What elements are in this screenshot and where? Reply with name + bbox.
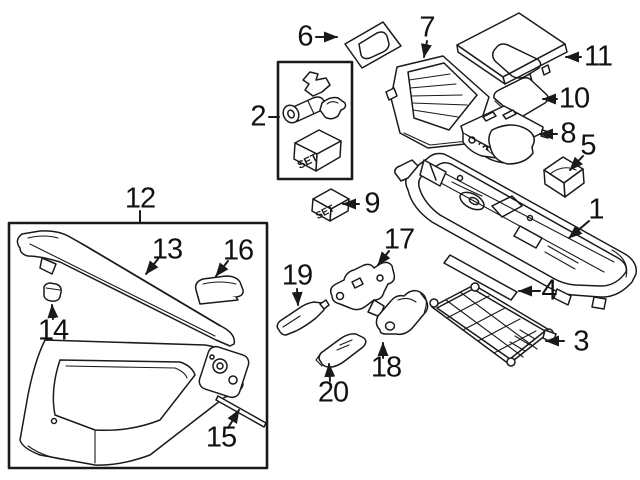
callout-17[interactable]: 17 xyxy=(383,223,415,256)
callout-1[interactable]: 1 xyxy=(588,193,604,226)
callout-12[interactable]: 12 xyxy=(124,182,156,215)
callout-arrows xyxy=(47,31,590,429)
part-17-bracket-drawing xyxy=(329,261,396,318)
part-9-set-switch-drawing: SET xyxy=(311,188,350,222)
arrow-20 xyxy=(324,363,336,382)
arrow-17 xyxy=(377,250,391,266)
callout-14[interactable]: 14 xyxy=(37,314,69,347)
callout-9[interactable]: 9 xyxy=(364,187,380,220)
callout-7[interactable]: 7 xyxy=(419,11,435,44)
arrow-16 xyxy=(215,260,229,277)
callout-13[interactable]: 13 xyxy=(151,233,183,266)
arrow-7 xyxy=(420,40,432,58)
callout-2[interactable]: 2 xyxy=(250,100,266,133)
callout-16[interactable]: 16 xyxy=(222,234,254,267)
callout-18[interactable]: 18 xyxy=(370,351,402,384)
armrest-body-drawing xyxy=(19,339,250,466)
part-3-frame-drawing xyxy=(429,282,557,367)
arrow-19 xyxy=(291,288,303,306)
part-18-bracket-drawing xyxy=(375,289,429,336)
part-2-kit-box: SET xyxy=(276,60,354,181)
part-1-console-drawing xyxy=(394,138,638,310)
callout-5[interactable]: 5 xyxy=(580,129,596,162)
callout-6[interactable]: 6 xyxy=(297,20,313,53)
callout-15[interactable]: 15 xyxy=(205,421,237,454)
part-14-knob-drawing xyxy=(43,282,62,302)
part-5-lid-drawing xyxy=(543,156,585,198)
part-4-strip-drawing xyxy=(443,254,518,301)
arrow-14 xyxy=(47,304,59,320)
part-11-trim-panel-drawing xyxy=(456,12,568,85)
callout-4[interactable]: 4 xyxy=(541,274,557,307)
part-20-lever-drawing xyxy=(315,333,367,368)
callout-20[interactable]: 20 xyxy=(317,376,349,409)
callout-10[interactable]: 10 xyxy=(558,82,590,115)
part-8-cup-holder-drawing xyxy=(460,105,550,165)
arrow-13 xyxy=(145,258,159,275)
arrow-5 xyxy=(569,155,584,171)
part-19-lever-drawing xyxy=(276,299,330,336)
callout-11[interactable]: 11 xyxy=(583,40,613,73)
callout-8[interactable]: 8 xyxy=(560,117,576,150)
part-6-plate-drawing xyxy=(344,21,402,69)
arrow-1 xyxy=(568,220,590,239)
callout-3[interactable]: 3 xyxy=(573,325,589,358)
callout-19[interactable]: 19 xyxy=(281,259,313,292)
part-13-lid-drawing xyxy=(16,230,236,347)
part-16-cover-drawing xyxy=(194,275,244,305)
part-15-rod-drawing xyxy=(215,395,267,428)
arrow-15 xyxy=(227,409,240,429)
